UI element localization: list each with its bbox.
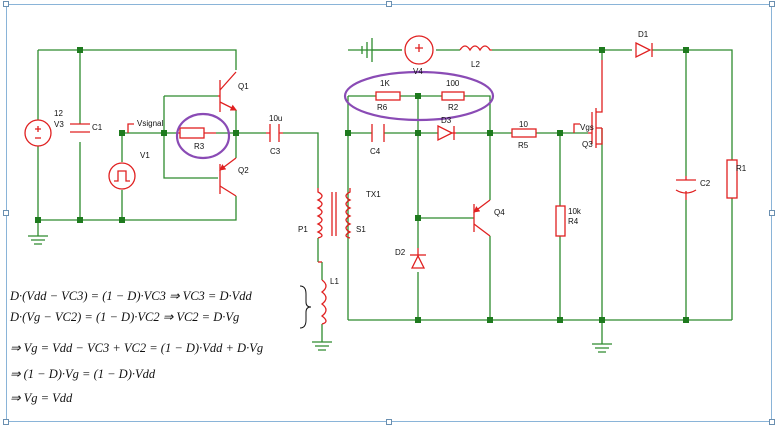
label-r1: R1 <box>736 164 747 173</box>
label-r2-val: 100 <box>446 79 460 88</box>
label-v1: V1 <box>140 151 150 160</box>
label-r3: R3 <box>194 142 205 151</box>
label-q3: Q3 <box>582 140 593 149</box>
r6-resistor <box>375 91 401 101</box>
r6-r2-highlight <box>343 70 495 122</box>
label-vgs: Vgs <box>580 123 594 132</box>
c1-capacitor <box>70 123 90 133</box>
r3-resistor <box>179 127 205 139</box>
v1-pulse-source <box>108 162 136 190</box>
r2-resistor <box>441 91 465 101</box>
label-r6-val: 1K <box>380 79 390 88</box>
equation-2: D·(Vg − VC2) = (1 − D)·VC2 ⇒ VC2 = D·Vg <box>9 310 239 324</box>
resize-handle-bl[interactable] <box>3 419 9 425</box>
r3-highlight <box>175 112 231 160</box>
resize-handle-tr[interactable] <box>769 1 775 7</box>
l2-inductor <box>459 45 492 52</box>
d2-diode <box>410 248 426 269</box>
label-c3-val: 10u <box>269 114 282 123</box>
label-r5: R5 <box>518 141 529 150</box>
label-c2: C2 <box>700 179 711 188</box>
label-r4: R4 <box>568 217 579 226</box>
c3-capacitor <box>269 124 280 142</box>
q4-transistor <box>473 199 491 237</box>
label-l2: L2 <box>471 60 480 69</box>
resize-handle-bc[interactable] <box>386 419 392 425</box>
resize-handle-tl[interactable] <box>3 1 9 7</box>
q1-transistor <box>218 71 237 112</box>
equations-block: D·(Vdd − VC3) = (1 − D)·VC3 ⇒ VC3 = D·Vd… <box>9 285 312 405</box>
label-r4-val: 10k <box>568 207 582 216</box>
q3-mosfet <box>573 60 603 148</box>
label-v3-val: 12 <box>54 109 63 118</box>
label-r6: R6 <box>377 103 388 112</box>
equation-4: ⇒ (1 − D)·Vg = (1 − D)·Vdd <box>10 367 156 381</box>
resize-handle-tc[interactable] <box>386 1 392 7</box>
resize-handle-ml[interactable] <box>3 210 9 216</box>
c4-capacitor <box>371 124 385 142</box>
tx1-transformer <box>316 188 352 263</box>
equation-brace <box>299 285 312 329</box>
vsignal-probe <box>127 123 134 133</box>
resize-handle-br[interactable] <box>769 419 775 425</box>
r1-resistor <box>726 159 738 199</box>
junction-nodes <box>35 47 689 323</box>
label-r5-val: 10 <box>519 120 528 129</box>
equation-5: ⇒ Vg = Vdd <box>10 391 73 405</box>
label-q2: Q2 <box>238 166 249 175</box>
label-d1: D1 <box>638 30 649 39</box>
label-c3: C3 <box>270 147 281 156</box>
label-vsignal: Vsignal <box>137 119 163 128</box>
label-c1: C1 <box>92 123 103 132</box>
label-v3: V3 <box>54 120 64 129</box>
l1-inductor <box>320 279 327 325</box>
label-d3: D3 <box>441 116 452 125</box>
r5-resistor <box>511 128 537 138</box>
d1-diode <box>635 41 653 59</box>
highlight-annotations <box>175 70 495 160</box>
v3-source <box>24 119 52 147</box>
equation-3: ⇒ Vg = Vdd − VC3 + VC2 = (1 − D)·Vdd + D… <box>10 341 263 355</box>
ground-symbols <box>28 38 612 353</box>
d3-diode <box>437 124 456 142</box>
q2-transistor <box>219 157 237 197</box>
component-labels: 12 V3 C1 Vsignal V1 R3 Q1 Q2 10u C3 V4 L… <box>54 30 747 286</box>
label-s1: S1 <box>356 225 366 234</box>
v4-source <box>404 35 434 65</box>
label-tx1: TX1 <box>366 190 381 199</box>
resize-handle-mr[interactable] <box>769 210 775 216</box>
label-r2: R2 <box>448 103 459 112</box>
equation-1: D·(Vdd − VC3) = (1 − D)·VC3 ⇒ VC3 = D·Vd… <box>9 289 253 303</box>
label-q1: Q1 <box>238 82 249 91</box>
r4-resistor <box>555 205 566 237</box>
label-c4: C4 <box>370 147 381 156</box>
label-v4: V4 <box>413 67 423 76</box>
label-l1: L1 <box>330 277 339 286</box>
label-d2: D2 <box>395 248 406 257</box>
label-q4: Q4 <box>494 208 505 217</box>
label-p1: P1 <box>298 225 308 234</box>
